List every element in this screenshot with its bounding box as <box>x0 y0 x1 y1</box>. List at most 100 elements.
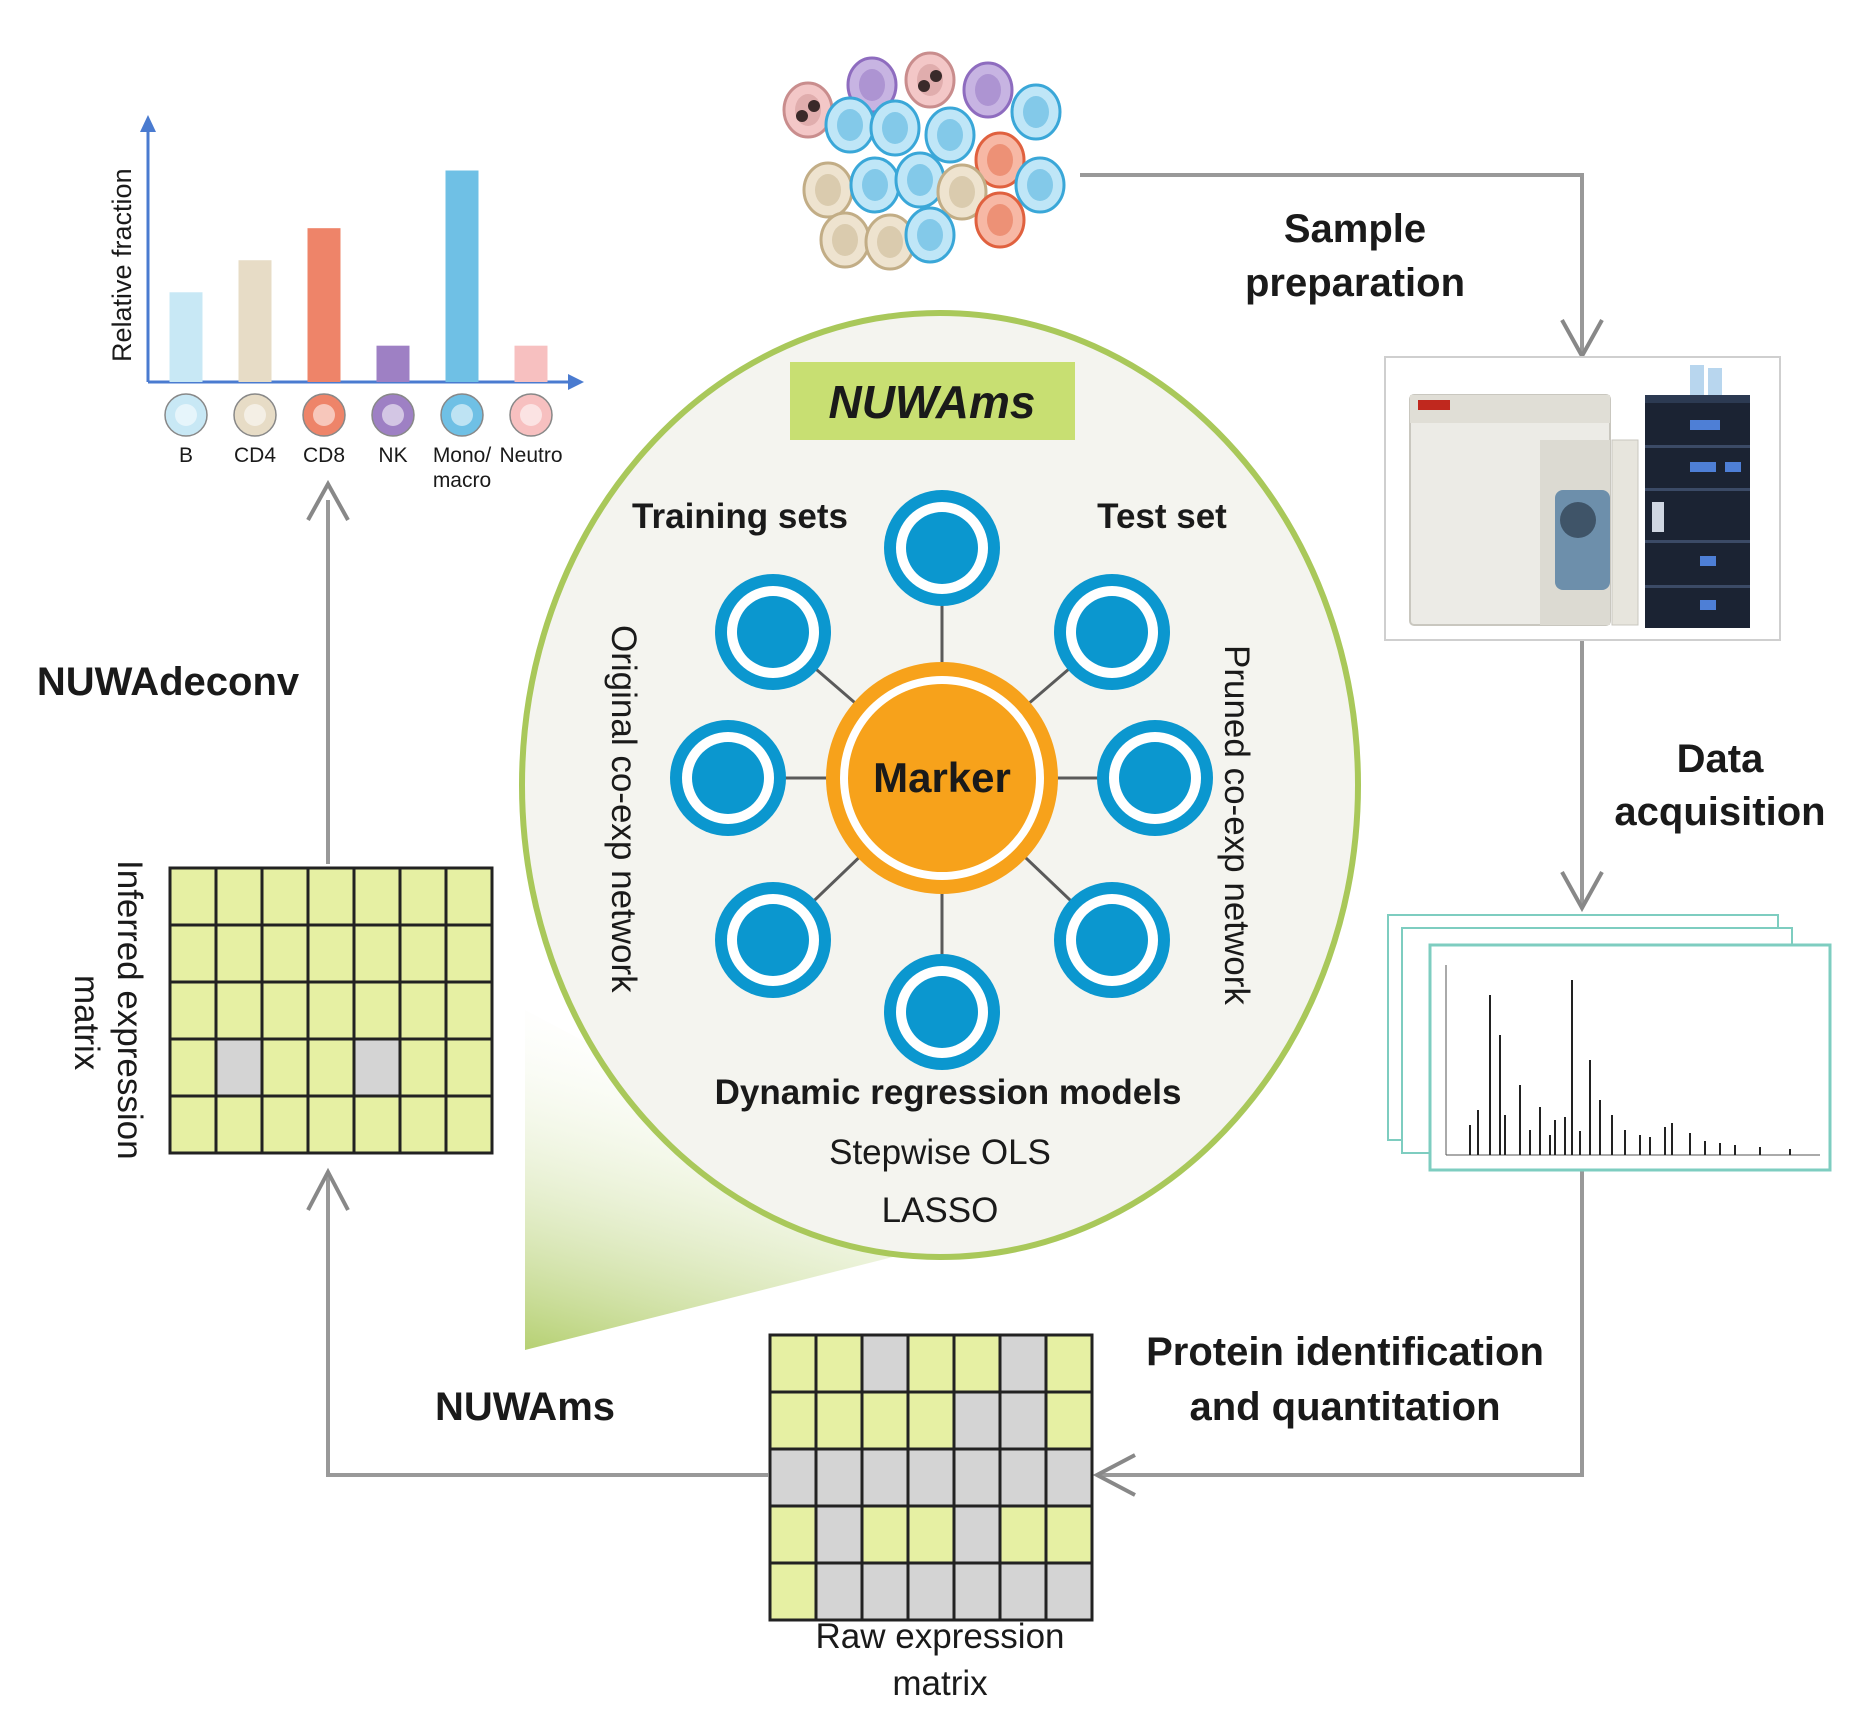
chart-x-axis-arrow <box>568 374 584 390</box>
cell-type-icon <box>371 393 415 437</box>
matrix-cell <box>814 1561 864 1622</box>
arrowhead-spectra <box>1560 871 1604 913</box>
matrix-cell <box>306 1094 356 1155</box>
matrix-cell <box>260 1037 310 1098</box>
sample-cell <box>819 211 871 269</box>
cell-type-icon <box>509 393 553 437</box>
marker-hub: Marker <box>826 662 1058 894</box>
matrix-cell <box>398 980 448 1041</box>
ms-spectra-image <box>1387 914 1832 1172</box>
chart-bar <box>376 345 410 382</box>
matrix-cell <box>306 866 356 927</box>
arrow-raw-to-inferred <box>326 1175 768 1477</box>
matrix-cell <box>444 980 494 1041</box>
cell-type-icon <box>440 393 484 437</box>
matrix-cell <box>168 980 218 1041</box>
network-node <box>715 574 831 690</box>
matrix-cell <box>444 923 494 984</box>
matrix-cell <box>952 1504 1002 1565</box>
chart-category-label: Neutro <box>499 444 562 467</box>
chart-category-label: Mono/ <box>433 444 492 467</box>
sample-preparation-label-2: preparation <box>1245 261 1465 305</box>
protein-identification-label-1: Protein identification <box>1146 1330 1544 1374</box>
sample-cell <box>802 161 854 219</box>
matrix-cell <box>260 923 310 984</box>
sample-cell <box>894 151 946 209</box>
matrix-cell <box>398 923 448 984</box>
raw-expression-matrix <box>768 1333 1094 1622</box>
chart-bar <box>445 170 479 382</box>
nuwams-title: NUWAms <box>828 376 1035 428</box>
nuwams-panel: NUWAms Training sets Test set Original c… <box>519 310 1361 1260</box>
matrix-cell <box>952 1333 1002 1394</box>
network-node <box>1054 574 1170 690</box>
matrix-cell <box>998 1561 1048 1622</box>
matrix-cell <box>906 1333 956 1394</box>
test-set-label: Test set <box>1097 497 1227 536</box>
sample-cell <box>904 206 956 264</box>
sample-cell <box>864 213 916 271</box>
matrix-cell <box>352 980 402 1041</box>
original-coexp-network-label: Original co-exp network <box>604 625 643 993</box>
lc-ms-instrument-image <box>1384 356 1781 641</box>
sample-preparation-label-1: Sample <box>1284 207 1426 251</box>
data-acquisition-label-2: acquisition <box>1614 790 1825 834</box>
matrix-cell <box>214 866 264 927</box>
flow-arrows <box>306 173 1604 1497</box>
matrix-cell <box>168 1037 218 1098</box>
nuwams-step-label: NUWAms <box>435 1385 615 1429</box>
matrix-cell <box>768 1390 818 1451</box>
matrix-cell <box>306 1037 356 1098</box>
dynamic-regression-models-label: Dynamic regression models <box>715 1073 1182 1112</box>
matrix-cell <box>398 1037 448 1098</box>
matrix-cell <box>1044 1447 1094 1508</box>
lasso-label: LASSO <box>882 1191 999 1230</box>
matrix-cell <box>906 1447 956 1508</box>
sample-cell <box>1014 156 1066 214</box>
inferred-matrix-label-2: matrix <box>67 975 106 1071</box>
cell-type-icon <box>164 393 208 437</box>
matrix-cell <box>998 1333 1048 1394</box>
matrix-cell <box>168 1094 218 1155</box>
matrix-cell <box>998 1390 1048 1451</box>
chart-category-label: CD4 <box>234 444 276 467</box>
matrix-cell <box>814 1390 864 1451</box>
sample-cell <box>904 51 956 109</box>
matrix-cell <box>352 1037 402 1098</box>
matrix-cell <box>860 1333 910 1394</box>
sample-cell <box>849 156 901 214</box>
matrix-cell <box>306 980 356 1041</box>
chart-y-axis-arrow <box>140 115 156 132</box>
matrix-cell <box>860 1447 910 1508</box>
sample-cell-cluster <box>782 51 1066 271</box>
raw-matrix-label-1: Raw expression <box>816 1617 1065 1656</box>
matrix-cell <box>214 923 264 984</box>
matrix-cell <box>906 1390 956 1451</box>
matrix-cell <box>768 1504 818 1565</box>
matrix-cell <box>398 866 448 927</box>
matrix-cell <box>998 1504 1048 1565</box>
network-node <box>884 490 1000 606</box>
sample-cell <box>924 106 976 164</box>
chart-bar <box>169 292 203 382</box>
chart-bar <box>238 260 272 382</box>
matrix-cell <box>398 1094 448 1155</box>
matrix-cell <box>860 1504 910 1565</box>
matrix-cell <box>814 1504 864 1565</box>
stepwise-ols-label: Stepwise OLS <box>829 1133 1051 1172</box>
protein-identification-label-2: and quantitation <box>1189 1385 1500 1429</box>
matrix-cell <box>860 1390 910 1451</box>
matrix-cell <box>214 1037 264 1098</box>
chart-bar <box>514 345 548 382</box>
nuwadeconv-step-label: NUWAdeconv <box>37 660 300 704</box>
matrix-cell <box>168 923 218 984</box>
arrowhead-chart <box>306 479 350 521</box>
matrix-cell <box>952 1447 1002 1508</box>
inferred-matrix-label-1: Inferred expression <box>110 860 149 1160</box>
matrix-cell <box>906 1561 956 1622</box>
matrix-cell <box>998 1447 1048 1508</box>
sample-cell <box>869 99 921 157</box>
matrix-cell <box>1044 1390 1094 1451</box>
matrix-cell <box>768 1561 818 1622</box>
